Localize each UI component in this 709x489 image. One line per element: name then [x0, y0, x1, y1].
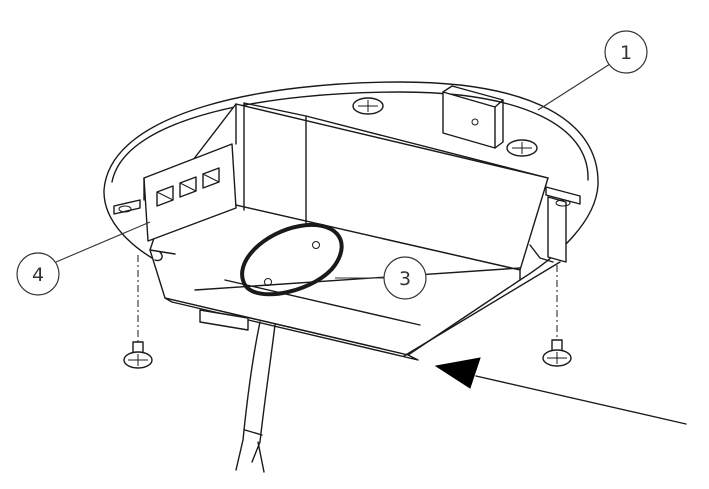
driver-box	[149, 102, 561, 361]
callout-4: 4	[16, 221, 151, 296]
mounting-bracket-tab	[442, 85, 504, 149]
callout-4-label: 4	[32, 264, 44, 286]
o-ring-gasket	[240, 222, 344, 297]
canopy-screw-right	[506, 139, 538, 157]
mounting-screw-left	[123, 255, 153, 369]
mounting-screw-right	[542, 265, 572, 367]
callout-1: 1	[537, 30, 648, 111]
terminal-block	[143, 103, 237, 242]
callout-3: 3	[335, 256, 427, 300]
canopy-screw-left	[352, 97, 384, 115]
callout-3-label: 3	[399, 268, 411, 290]
side-tab-right	[545, 186, 581, 263]
side-tab-left	[113, 199, 141, 215]
wire-harness	[199, 309, 276, 473]
callout-1-label: 1	[620, 42, 632, 64]
direction-arrow	[434, 357, 687, 425]
